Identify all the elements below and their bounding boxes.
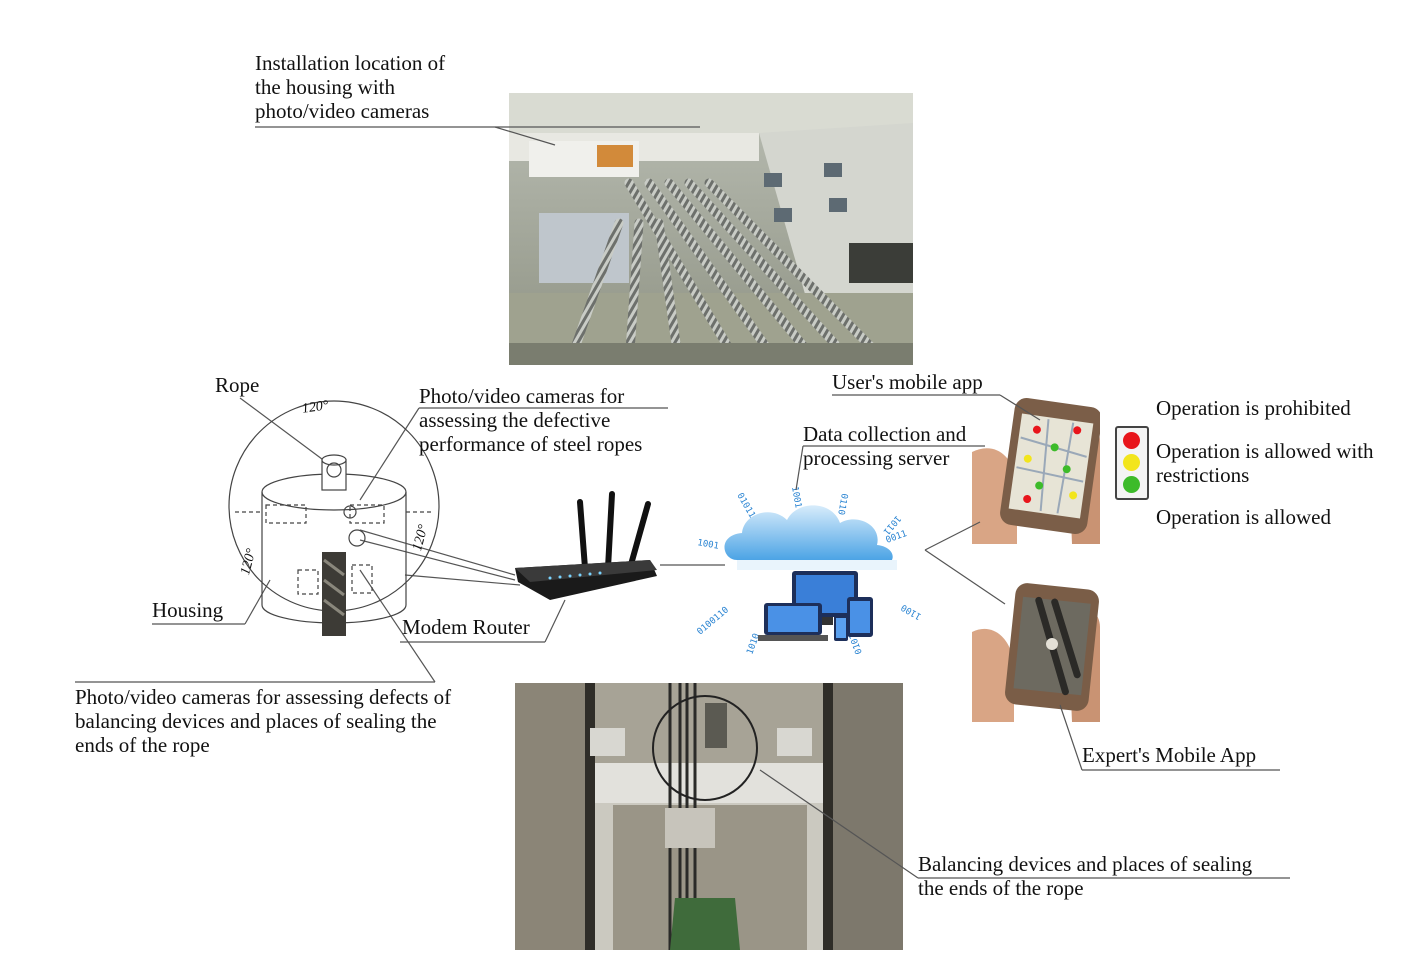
status-restricted-label: Operation is allowed with restrictions (1156, 439, 1374, 487)
status-allowed-label: Operation is allowed (1156, 505, 1331, 529)
cameras-steel-ropes-label: Photo/video cameras for assessing the de… (419, 384, 643, 456)
svg-text:1001: 1001 (789, 486, 803, 509)
router-image (510, 490, 660, 605)
status-prohibited-label: Operation is prohibited (1156, 396, 1351, 420)
server-label: Data collection and processing server (803, 422, 967, 470)
housing-location-label: Installation location of the housing wit… (255, 51, 446, 123)
cameras-balancing-label: Photo/video cameras for assessing defect… (75, 685, 452, 757)
angle-label-left: 120° (238, 547, 260, 577)
bottom-photo-shaft (515, 683, 903, 950)
server-cloud-image: 0101101 1001 0110 1011 1001 0011 0100110… (692, 475, 932, 665)
red-light-icon (1123, 432, 1140, 449)
expert-phone-image (972, 582, 1100, 722)
svg-text:1100: 1100 (900, 602, 924, 622)
balancing-devices-label: Balancing devices and places of sealing … (918, 852, 1253, 900)
top-photo-ropes (509, 93, 913, 365)
housing-label: Housing (152, 598, 224, 622)
svg-text:0100110: 0100110 (696, 605, 731, 637)
green-light-icon (1123, 476, 1140, 493)
svg-text:1001: 1001 (696, 538, 719, 552)
yellow-light-icon (1123, 454, 1140, 471)
angle-label-right: 120° (410, 523, 432, 553)
angle-label-top: 120° (301, 398, 330, 417)
user-app-label: User's mobile app (832, 370, 983, 394)
modem-router-label: Modem Router (402, 615, 530, 639)
expert-app-label: Expert's Mobile App (1082, 743, 1257, 767)
rope-label: Rope (215, 373, 260, 397)
user-phone-image (972, 392, 1100, 544)
svg-text:0110: 0110 (835, 492, 849, 515)
traffic-light-icon (1115, 426, 1149, 500)
